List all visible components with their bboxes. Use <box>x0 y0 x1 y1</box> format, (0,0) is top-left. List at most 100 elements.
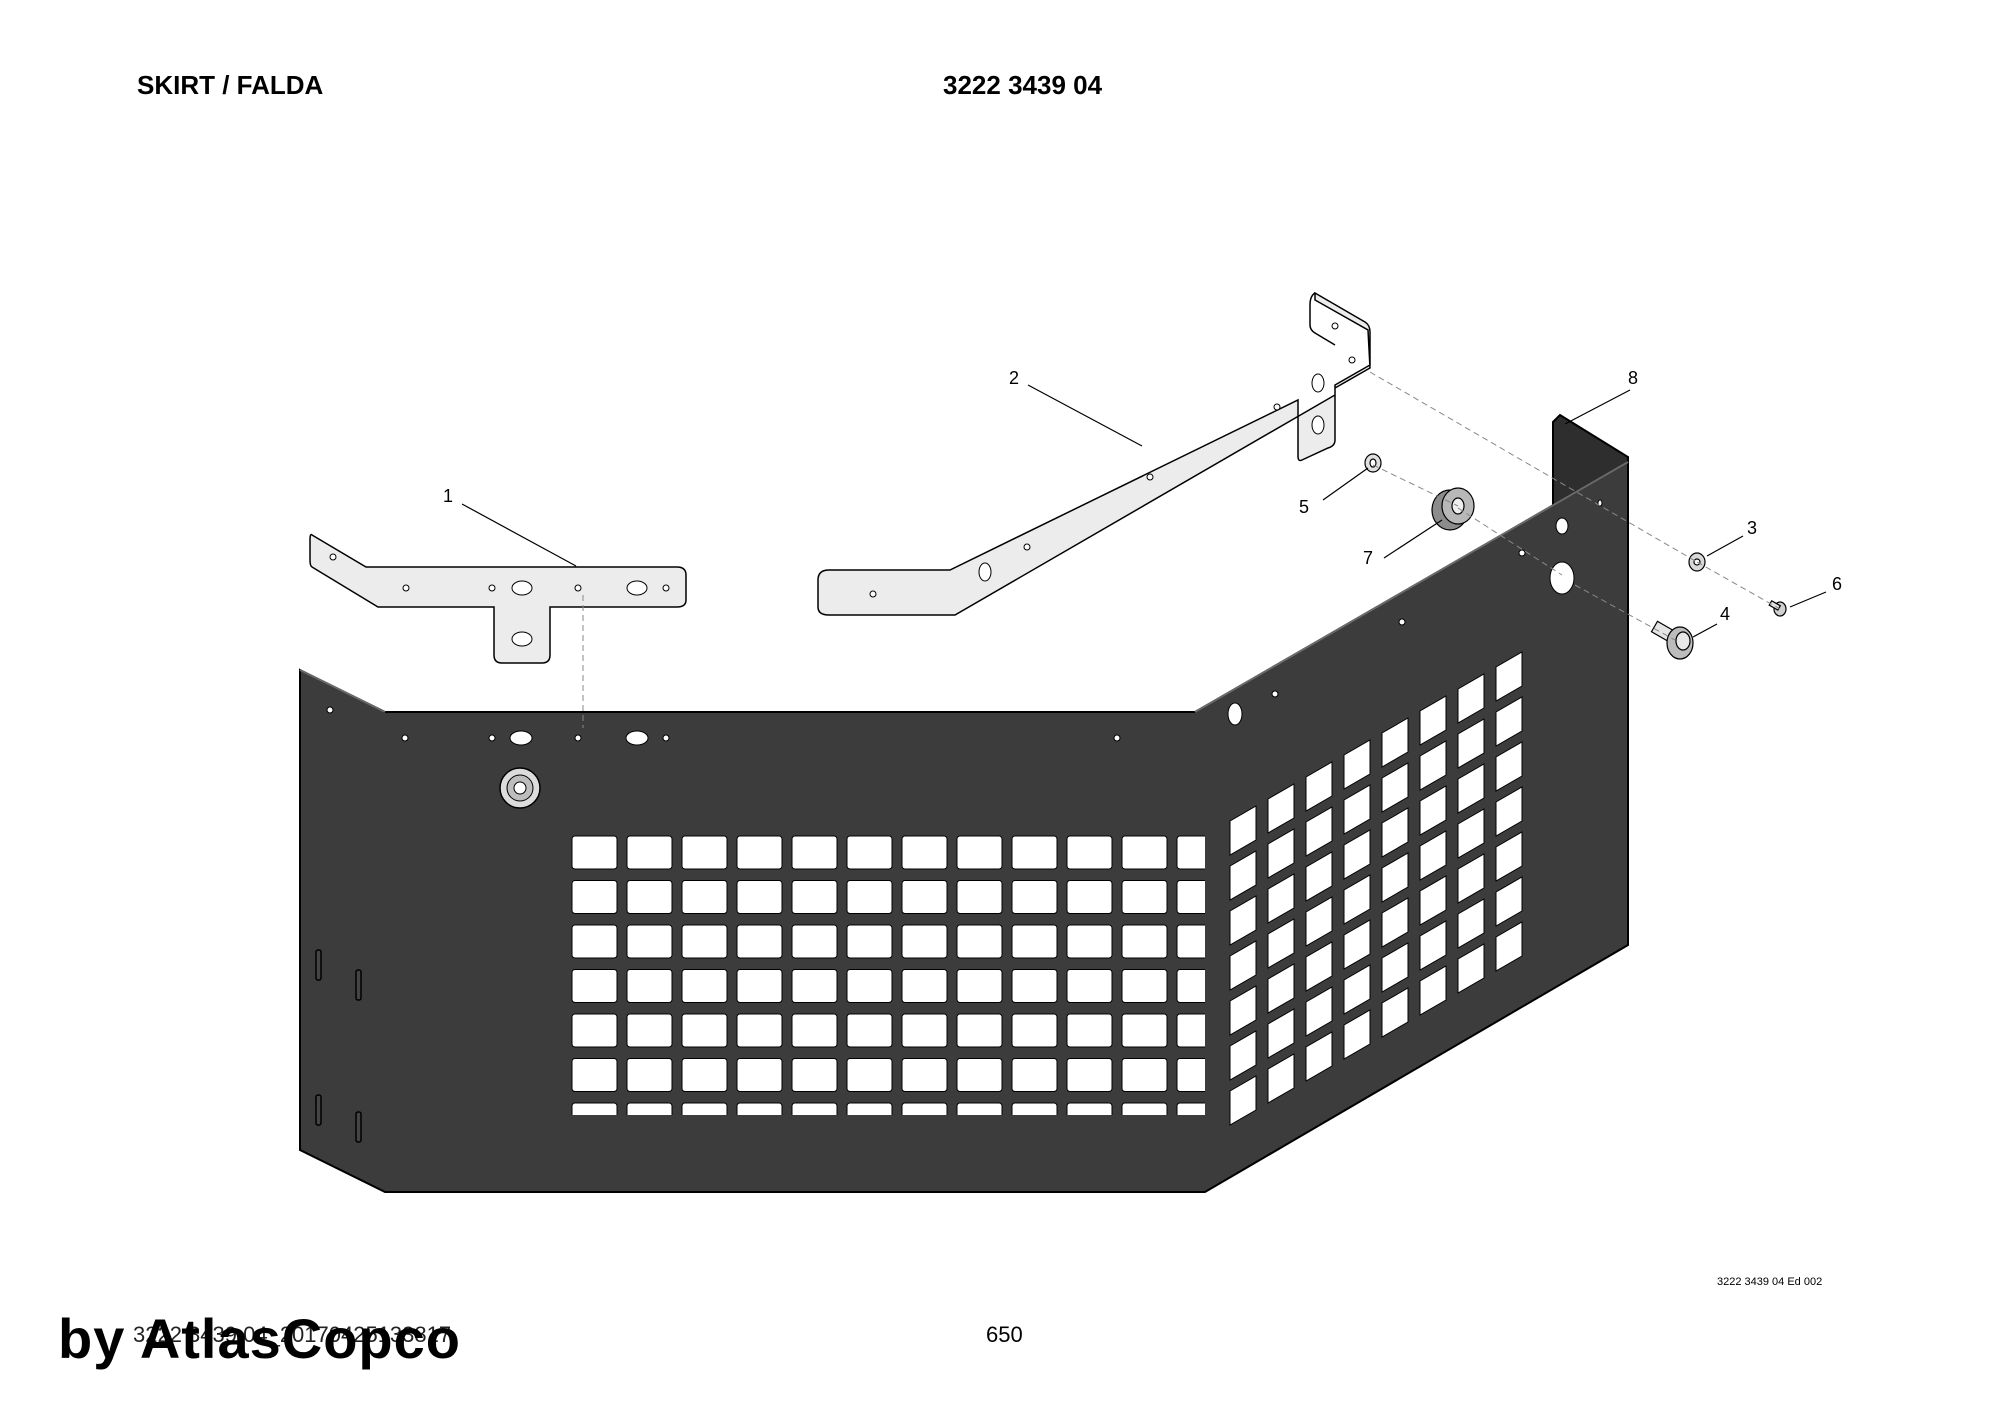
fastener-icon <box>1650 620 1694 660</box>
ventilation-grid-front <box>571 835 1205 1115</box>
grid-opening <box>1176 924 1205 959</box>
grid-opening <box>791 1013 838 1048</box>
grid-opening <box>1011 969 1058 1003</box>
page-title: SKIRT / FALDA <box>137 70 324 100</box>
grid-opening <box>791 1102 838 1115</box>
grid-opening <box>956 1058 1003 1092</box>
grid-opening <box>1229 985 1257 1036</box>
grid-opening <box>571 1102 618 1115</box>
grid-opening <box>1229 850 1257 901</box>
grid-opening <box>1457 853 1485 904</box>
grid-opening <box>681 880 728 914</box>
grid-opening <box>1011 1058 1058 1092</box>
grid-opening <box>1343 739 1371 790</box>
grid-opening <box>1121 969 1168 1003</box>
grid-opening <box>1267 963 1295 1014</box>
grid-opening <box>1343 919 1371 970</box>
callout-6: 6 <box>1832 574 1842 594</box>
grid-opening <box>1176 1013 1205 1048</box>
grid-opening <box>1419 695 1447 746</box>
document-id: 3222 3439 04_20170425133817 <box>133 1322 452 1347</box>
grid-opening <box>901 1102 948 1115</box>
grid-opening <box>956 969 1003 1003</box>
grid-opening <box>736 1102 783 1115</box>
grid-opening <box>901 969 948 1003</box>
grid-opening <box>1457 763 1485 814</box>
grid-opening <box>1066 1058 1113 1092</box>
grid-opening <box>1381 852 1409 903</box>
grid-opening <box>1457 898 1485 949</box>
grid-opening <box>1495 741 1523 792</box>
grid-opening <box>626 969 673 1003</box>
grid-opening <box>1121 924 1168 959</box>
callout-leaders <box>461 384 1827 638</box>
grid-opening <box>1381 987 1409 1038</box>
callout-7: 7 <box>1363 548 1373 568</box>
grid-opening <box>1011 835 1058 870</box>
bracket-item-1 <box>309 533 687 664</box>
grid-opening <box>1121 835 1168 870</box>
grid-opening <box>571 835 618 870</box>
grid-opening <box>1066 880 1113 914</box>
grid-opening <box>736 969 783 1003</box>
grid-opening <box>1121 1058 1168 1092</box>
grid-opening <box>1419 965 1447 1016</box>
grid-opening <box>1381 942 1409 993</box>
grid-opening <box>681 924 728 959</box>
grid-opening <box>1419 785 1447 836</box>
grid-opening <box>901 924 948 959</box>
grid-opening <box>1267 1008 1295 1059</box>
grid-opening <box>1305 986 1333 1037</box>
grid-opening <box>1267 783 1295 834</box>
grid-opening <box>901 835 948 870</box>
grid-opening <box>736 1013 783 1048</box>
grid-opening <box>626 1102 673 1115</box>
grid-opening <box>626 880 673 914</box>
grid-opening <box>791 880 838 914</box>
grid-opening <box>626 1058 673 1092</box>
grid-opening <box>1011 1013 1058 1048</box>
grid-opening <box>1495 831 1523 882</box>
grid-opening <box>1457 943 1485 994</box>
grid-opening <box>1066 924 1113 959</box>
grid-opening <box>846 924 893 959</box>
grid-opening <box>1121 1013 1168 1048</box>
grid-opening <box>1066 835 1113 870</box>
mounted-nut-icon <box>499 767 541 809</box>
grid-opening <box>901 880 948 914</box>
grid-opening <box>1381 897 1409 948</box>
grid-opening <box>1419 920 1447 971</box>
part-number: 3222 3439 04 <box>943 70 1103 100</box>
grid-opening <box>1176 880 1205 914</box>
grid-opening <box>681 1013 728 1048</box>
bracket-item-2 <box>817 291 1371 616</box>
grid-opening <box>956 1102 1003 1115</box>
grid-opening <box>681 1058 728 1092</box>
callout-8: 8 <box>1628 368 1638 388</box>
grid-opening <box>571 969 618 1003</box>
grid-opening <box>1229 895 1257 946</box>
grid-opening <box>1457 673 1485 724</box>
clip-icon <box>1364 453 1382 473</box>
grid-opening <box>1381 807 1409 858</box>
skirt-panel <box>299 413 1629 1193</box>
grid-opening <box>1305 761 1333 812</box>
grid-opening <box>1229 1030 1257 1081</box>
callout-4: 4 <box>1720 604 1730 624</box>
grid-opening <box>1066 1013 1113 1048</box>
grid-opening <box>736 924 783 959</box>
grid-opening <box>1343 829 1371 880</box>
callout-2: 2 <box>1009 368 1019 388</box>
grid-opening <box>736 835 783 870</box>
grid-opening <box>1419 740 1447 791</box>
grid-opening <box>901 1058 948 1092</box>
grid-opening <box>791 924 838 959</box>
grid-opening <box>626 1013 673 1048</box>
grid-opening <box>1343 964 1371 1015</box>
grid-opening <box>1419 875 1447 926</box>
grid-opening <box>846 969 893 1003</box>
grid-opening <box>681 969 728 1003</box>
grid-opening <box>1121 880 1168 914</box>
grid-opening <box>1229 805 1257 856</box>
